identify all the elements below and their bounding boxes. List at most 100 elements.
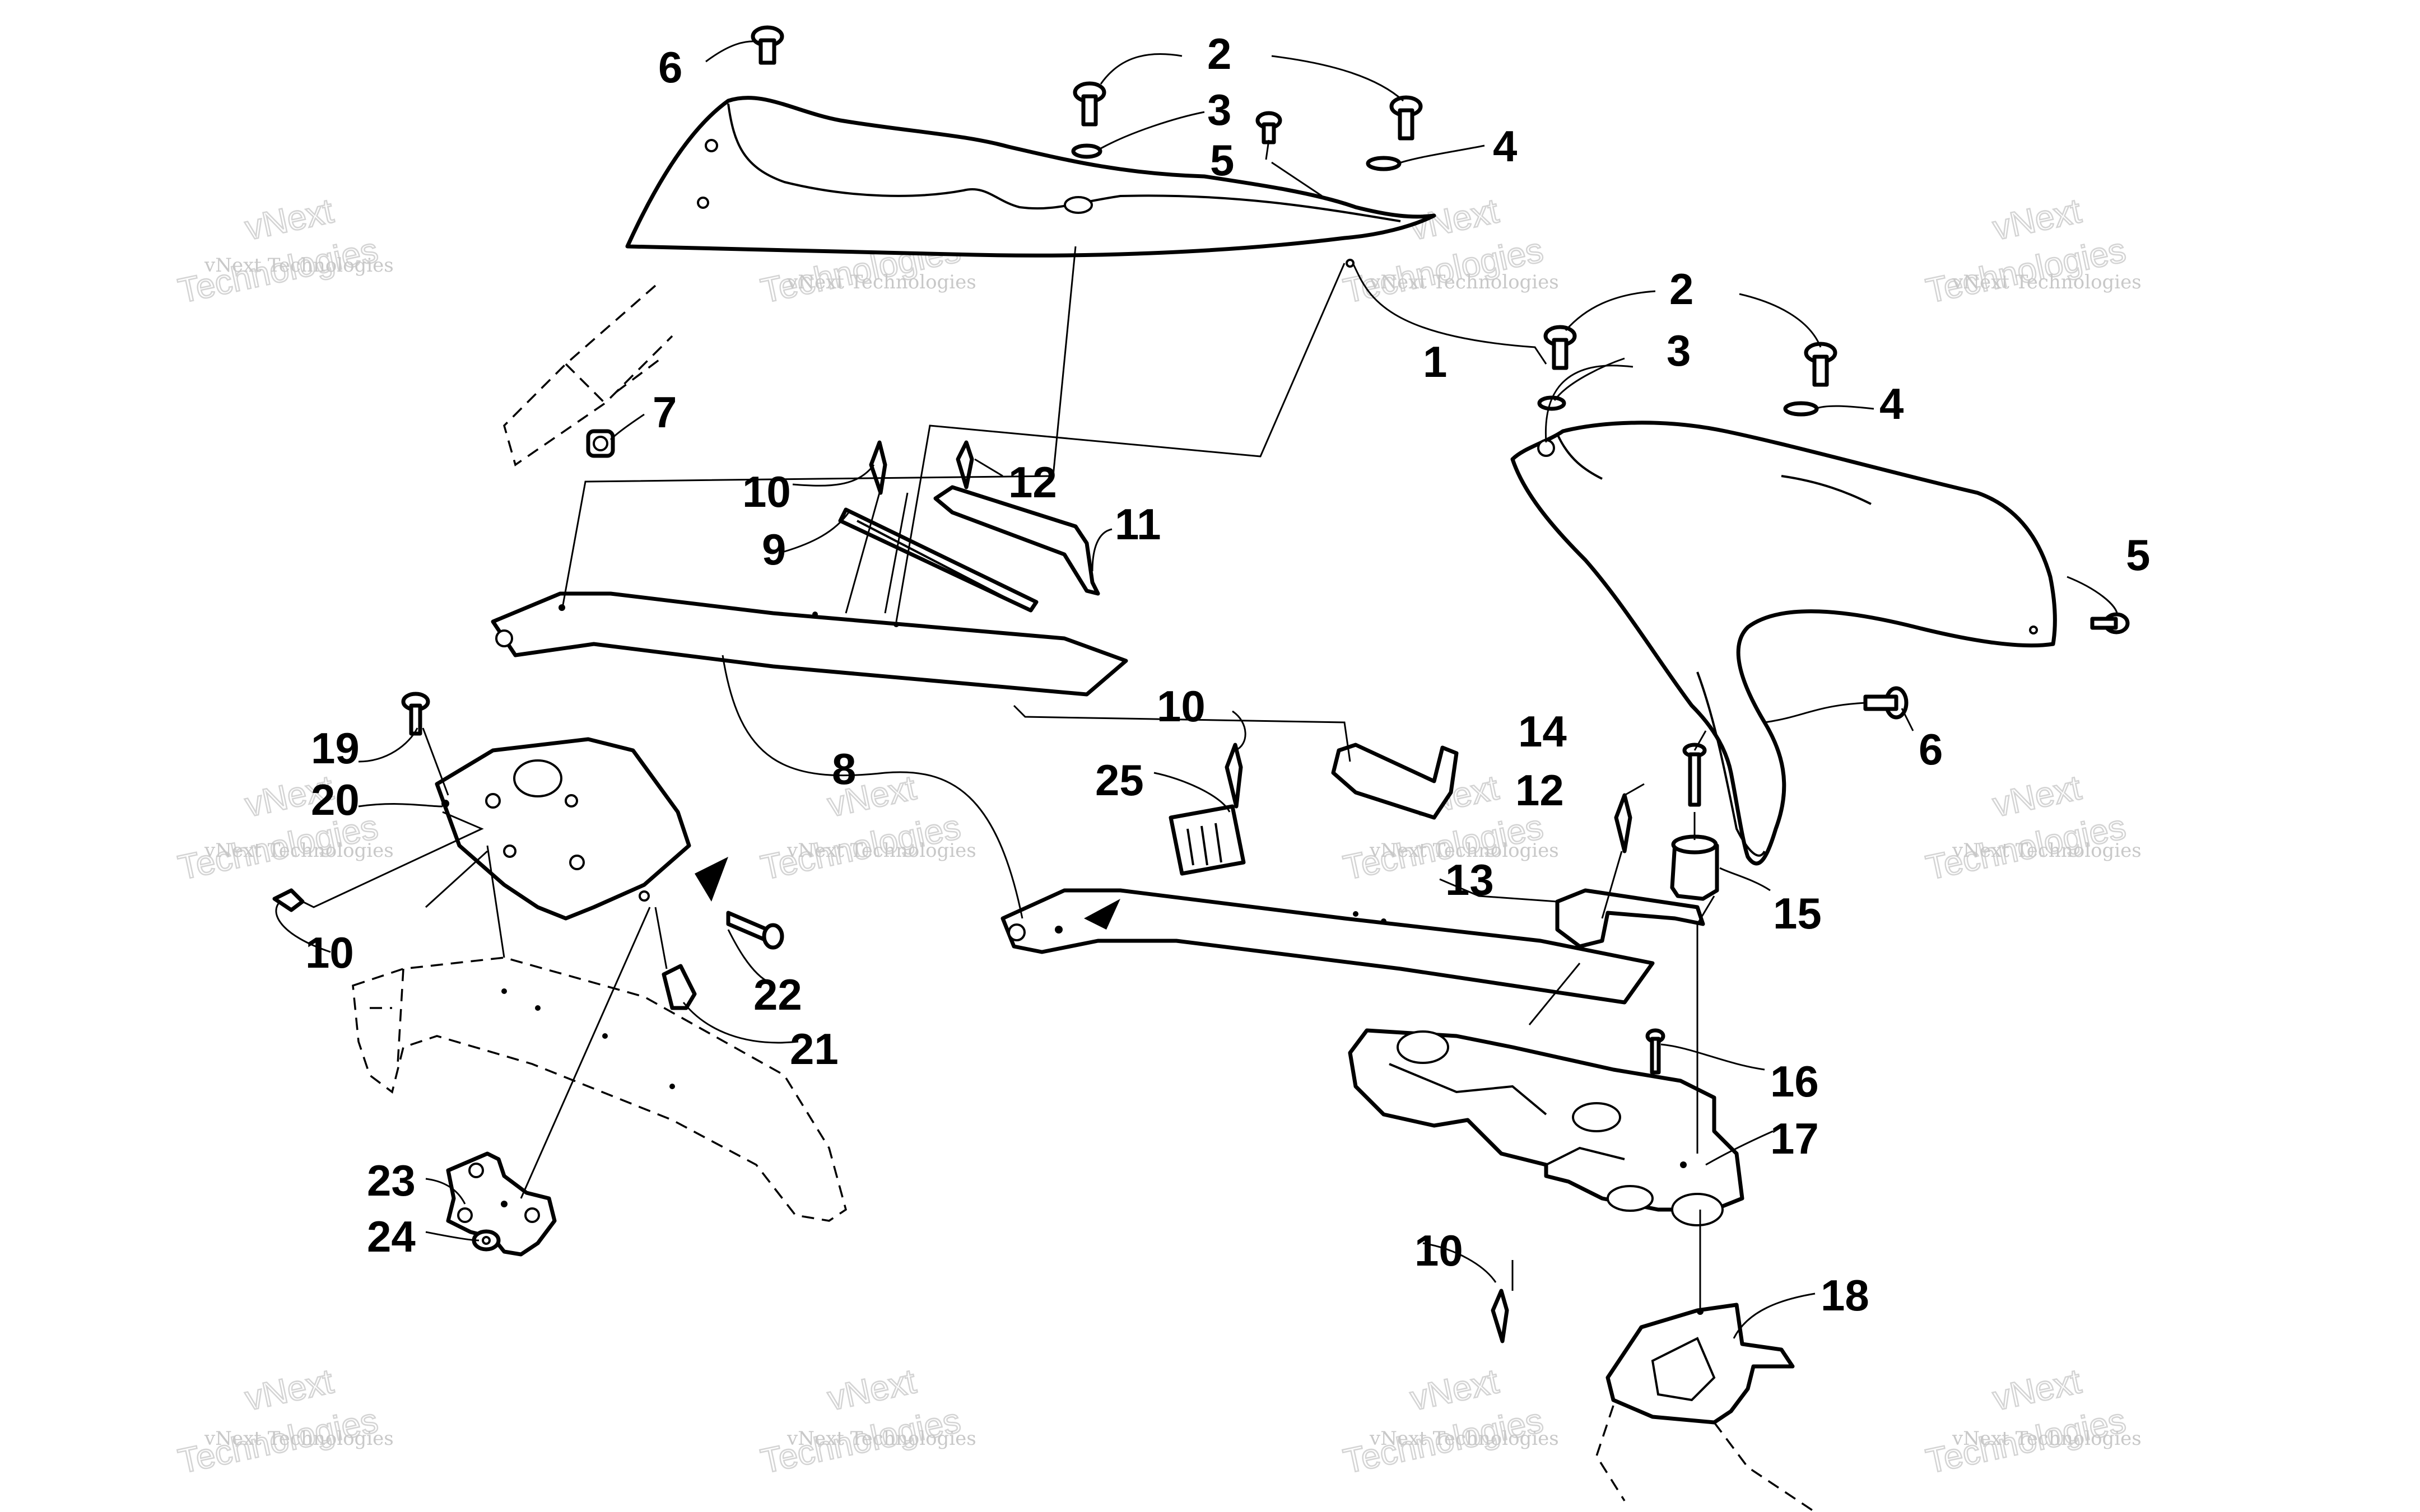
callout-2: 2 <box>1669 264 1693 314</box>
callout-2: 2 <box>1207 29 1231 78</box>
callout-19: 19 <box>311 724 360 773</box>
callout-16: 16 <box>1770 1057 1819 1106</box>
rivet-12a <box>956 440 974 489</box>
svg-text:vNext Technologies: vNext Technologies <box>1952 1427 2142 1450</box>
arrow-left-icon <box>695 857 728 902</box>
callout-11: 11 <box>1115 500 1161 549</box>
callout-22: 22 <box>753 970 802 1019</box>
callout-21: 21 <box>790 1024 839 1074</box>
bracket-13-lower <box>1555 888 1705 949</box>
watermark: vNext Technologies vNext Technologies <box>1339 1361 1559 1482</box>
frame-rail-lower <box>1000 888 1655 1005</box>
watermark: vNext Technologies vNext Technologies <box>1922 1361 2142 1482</box>
callout-3: 3 <box>1207 85 1231 134</box>
callout-3: 3 <box>1667 326 1691 375</box>
callout-9: 9 <box>762 525 786 574</box>
plate-20 <box>435 737 691 921</box>
screw-6a <box>751 25 784 65</box>
svg-text:vNext Technologies: vNext Technologies <box>1369 1427 1559 1450</box>
svg-text:vNext Technologies: vNext Technologies <box>204 839 394 862</box>
svg-text:vNext Technologies: vNext Technologies <box>1952 839 2142 862</box>
right-side-panel <box>1510 421 2057 866</box>
nut-7 <box>586 429 615 458</box>
callout-15: 15 <box>1773 889 1822 938</box>
svg-text:vNext: vNext <box>242 192 337 248</box>
svg-text:vNext Technologies: vNext Technologies <box>1369 271 1559 293</box>
callout-6: 6 <box>1919 725 1943 774</box>
bracket-9 <box>838 507 1039 613</box>
callout-5: 5 <box>2126 530 2150 580</box>
svg-text:vNext: vNext <box>1990 1362 2084 1418</box>
frame-outline-upper <box>503 284 673 466</box>
plate-18 <box>1605 1303 1795 1425</box>
callout-20: 20 <box>311 775 360 824</box>
rivet-10c <box>272 888 305 912</box>
callout-4: 4 <box>1493 122 1517 171</box>
callout-23: 23 <box>367 1156 416 1205</box>
callout-12: 12 <box>1008 458 1057 507</box>
svg-text:vNext: vNext <box>1990 192 2084 248</box>
svg-text:vNext: vNext <box>825 1362 919 1418</box>
rivet-12b <box>1614 793 1632 853</box>
screw-5a <box>1255 111 1282 144</box>
svg-text:vNext Technologies: vNext Technologies <box>787 839 976 862</box>
frame-rail-upper <box>491 591 1128 697</box>
washer-4a <box>1366 156 1402 171</box>
svg-text:vNext Technologies: vNext Technologies <box>1369 839 1559 862</box>
watermark: vNext Technologies vNext Technologies <box>174 768 394 888</box>
callout-18: 18 <box>1821 1271 1869 1320</box>
rivet-10b <box>1225 743 1243 809</box>
callout-24: 24 <box>367 1212 416 1261</box>
callout-17: 17 <box>1770 1114 1819 1163</box>
svg-text:vNext: vNext <box>242 1362 337 1418</box>
watermark: vNext Technologies vNext Technologies <box>757 1361 976 1482</box>
callout-1: 1 <box>1423 337 1447 386</box>
screw-2a-left <box>1073 81 1106 127</box>
block-25 <box>1169 804 1246 876</box>
callout-12: 12 <box>1515 766 1564 815</box>
svg-text:vNext: vNext <box>1407 1362 1502 1418</box>
frame-outline-bottom-right <box>1595 1405 1816 1512</box>
bolt-19 <box>401 692 430 736</box>
svg-text:vNext Technologies: vNext Technologies <box>787 1427 976 1450</box>
watermark: vNext Technologies vNext Technologies <box>1922 768 2142 888</box>
callout-10: 10 <box>742 467 791 516</box>
watermark: vNext Technologies vNext Technologies <box>757 768 976 888</box>
callout-4: 4 <box>1879 379 1904 428</box>
bracket-13-upper <box>1331 743 1459 820</box>
callout-10: 10 <box>305 928 354 977</box>
callout-6: 6 <box>658 43 682 92</box>
bolt-22 <box>726 911 784 950</box>
screw-2b-left <box>1543 325 1577 370</box>
mounting-plate-17 <box>1348 1028 1744 1226</box>
bracket-23 <box>446 1151 557 1257</box>
svg-text:vNext Technologies: vNext Technologies <box>204 1427 394 1450</box>
svg-text:vNext Technologies: vNext Technologies <box>204 254 394 277</box>
clip-21 <box>662 964 697 1010</box>
leader-lines <box>275 40 2119 1339</box>
left-side-panel <box>625 96 1436 268</box>
direction-arrows <box>695 857 728 902</box>
frame-outline-left <box>352 956 848 1222</box>
washer-4b <box>1783 401 1819 417</box>
callout-8: 8 <box>832 744 856 794</box>
bolt-14 <box>1682 743 1707 807</box>
callout-13: 13 <box>1445 855 1494 904</box>
washer-3a <box>1071 143 1102 159</box>
bracket-11 <box>933 485 1100 596</box>
callout-10: 10 <box>1414 1226 1463 1275</box>
screw-2b-right <box>1804 342 1837 387</box>
screw-6b <box>1863 686 1909 720</box>
callout-25: 25 <box>1095 755 1144 805</box>
svg-text:vNext Technologies: vNext Technologies <box>787 271 976 293</box>
callout-7: 7 <box>653 388 677 437</box>
svg-text:vNext: vNext <box>1990 768 2084 824</box>
callout-10: 10 <box>1157 682 1206 731</box>
callout-5: 5 <box>1210 136 1234 185</box>
rivet-10d <box>1491 1289 1509 1343</box>
callout-labels: 6 2 3 5 4 7 2 1 3 4 5 6 10 12 11 9 10 8 … <box>305 29 2150 1320</box>
callout-14: 14 <box>1518 707 1567 756</box>
watermark: vNext Technologies vNext Technologies <box>174 1361 394 1482</box>
screw-2a-right <box>1389 95 1423 141</box>
